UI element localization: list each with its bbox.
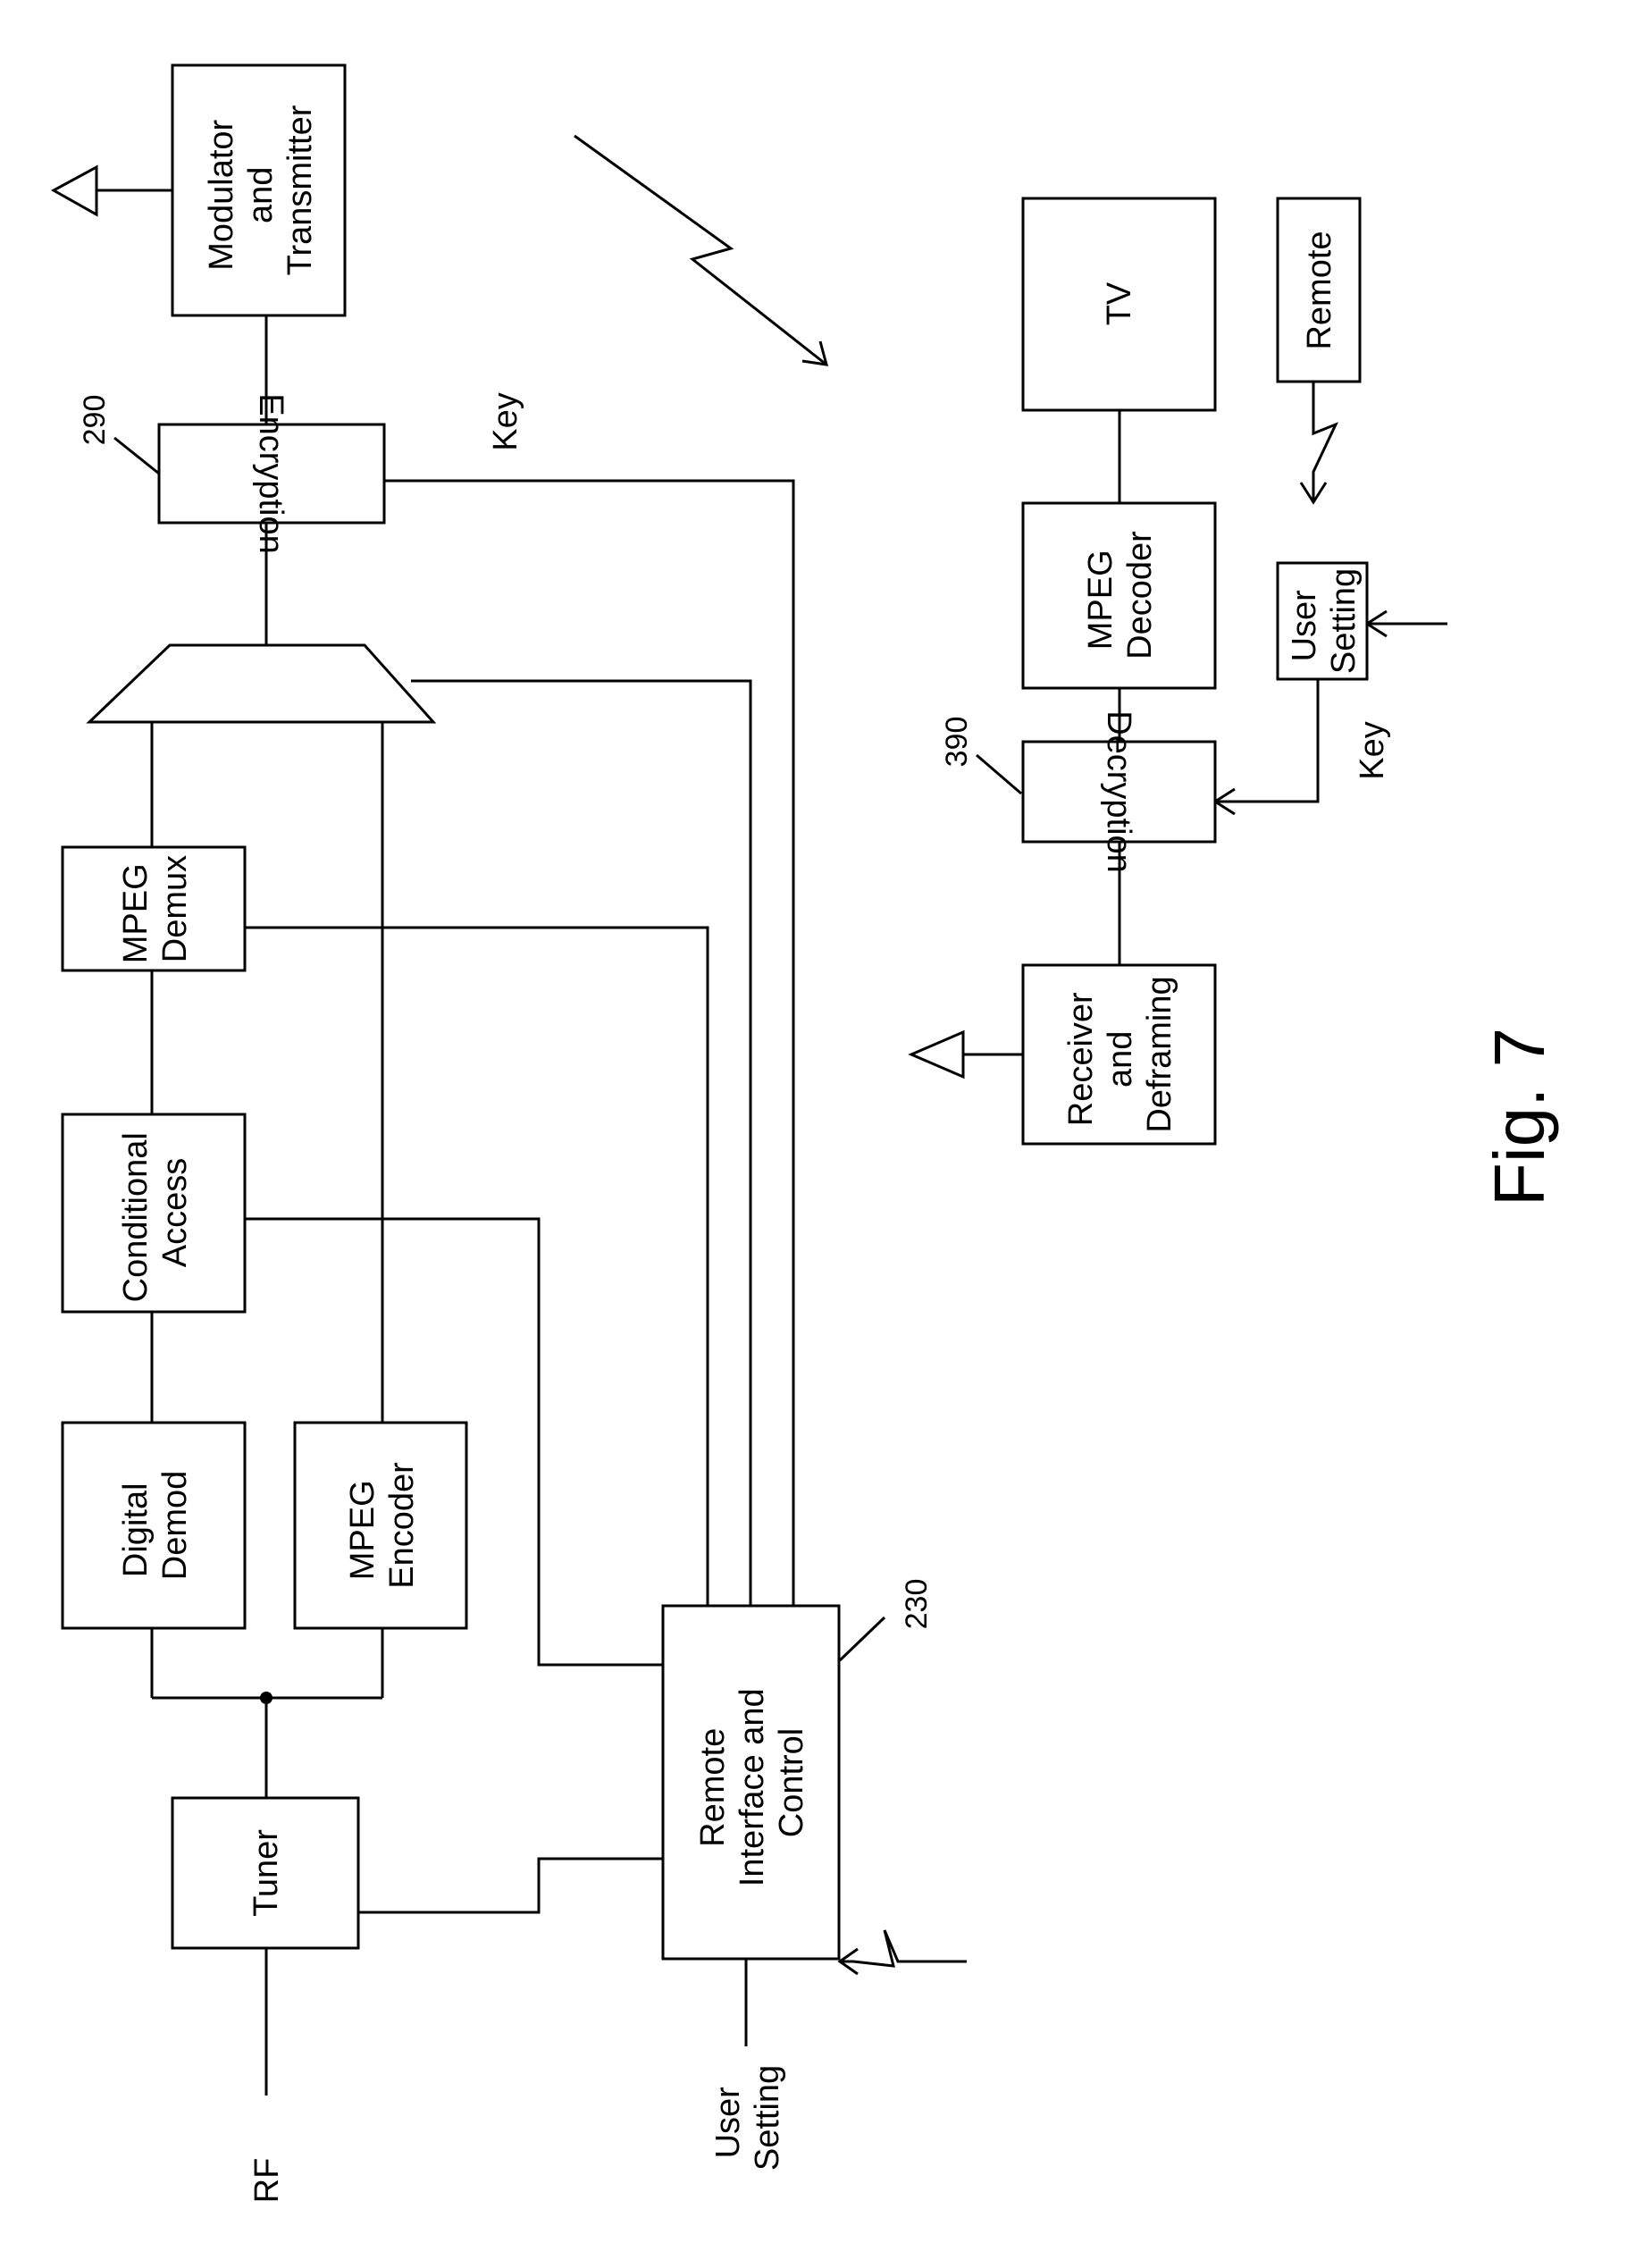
block-remote: Remote bbox=[1278, 198, 1360, 382]
block-encryption: Encryption bbox=[159, 393, 384, 554]
block-tv-label: TV bbox=[1101, 281, 1138, 325]
block-user-setting-small: User Setting bbox=[1278, 563, 1367, 679]
block-digital-demod: Digital Demod bbox=[63, 1423, 245, 1628]
transmit-antenna-icon bbox=[54, 167, 96, 214]
block-tv: TV bbox=[1023, 198, 1215, 410]
ref-290: 290 bbox=[78, 395, 112, 446]
block-decryption-label: Decryption bbox=[1100, 710, 1137, 873]
block-mpeg-demux: MPEG Demux bbox=[63, 847, 245, 970]
ref-230: 230 bbox=[900, 1579, 934, 1630]
multiplexer bbox=[89, 645, 433, 722]
block-conditional-access: Conditional Access bbox=[63, 1114, 245, 1312]
block-tuner-label: Tuner bbox=[247, 1829, 285, 1917]
block-mpeg-decoder: MPEG Decoder bbox=[1023, 503, 1215, 688]
rf-label: RF bbox=[248, 2158, 286, 2204]
figure-caption: Fig. 7 bbox=[1480, 1028, 1559, 1206]
junction-dot bbox=[260, 1692, 273, 1704]
block-remote-interface-control: Remote Interface and Control bbox=[663, 1606, 839, 1959]
block-decryption: Decryption bbox=[1023, 710, 1215, 873]
ref-390: 390 bbox=[940, 717, 974, 768]
block-tuner: Tuner bbox=[172, 1798, 358, 1948]
key-label-transmit: Key bbox=[487, 392, 524, 450]
block-encryption-label: Encryption bbox=[252, 393, 289, 554]
block-receiver-deframing: Receiver and Deframing bbox=[1023, 965, 1215, 1144]
block-remote-label: Remote bbox=[1301, 231, 1338, 349]
user-setting-label: User Setting bbox=[709, 2065, 786, 2171]
receive-antenna-icon bbox=[911, 1032, 963, 1077]
block-mpeg-encoder: MPEG Encoder bbox=[295, 1423, 466, 1628]
key-label-receive: Key bbox=[1354, 721, 1391, 779]
block-modulator-transmitter: Modulator and Transmitter bbox=[172, 65, 345, 315]
